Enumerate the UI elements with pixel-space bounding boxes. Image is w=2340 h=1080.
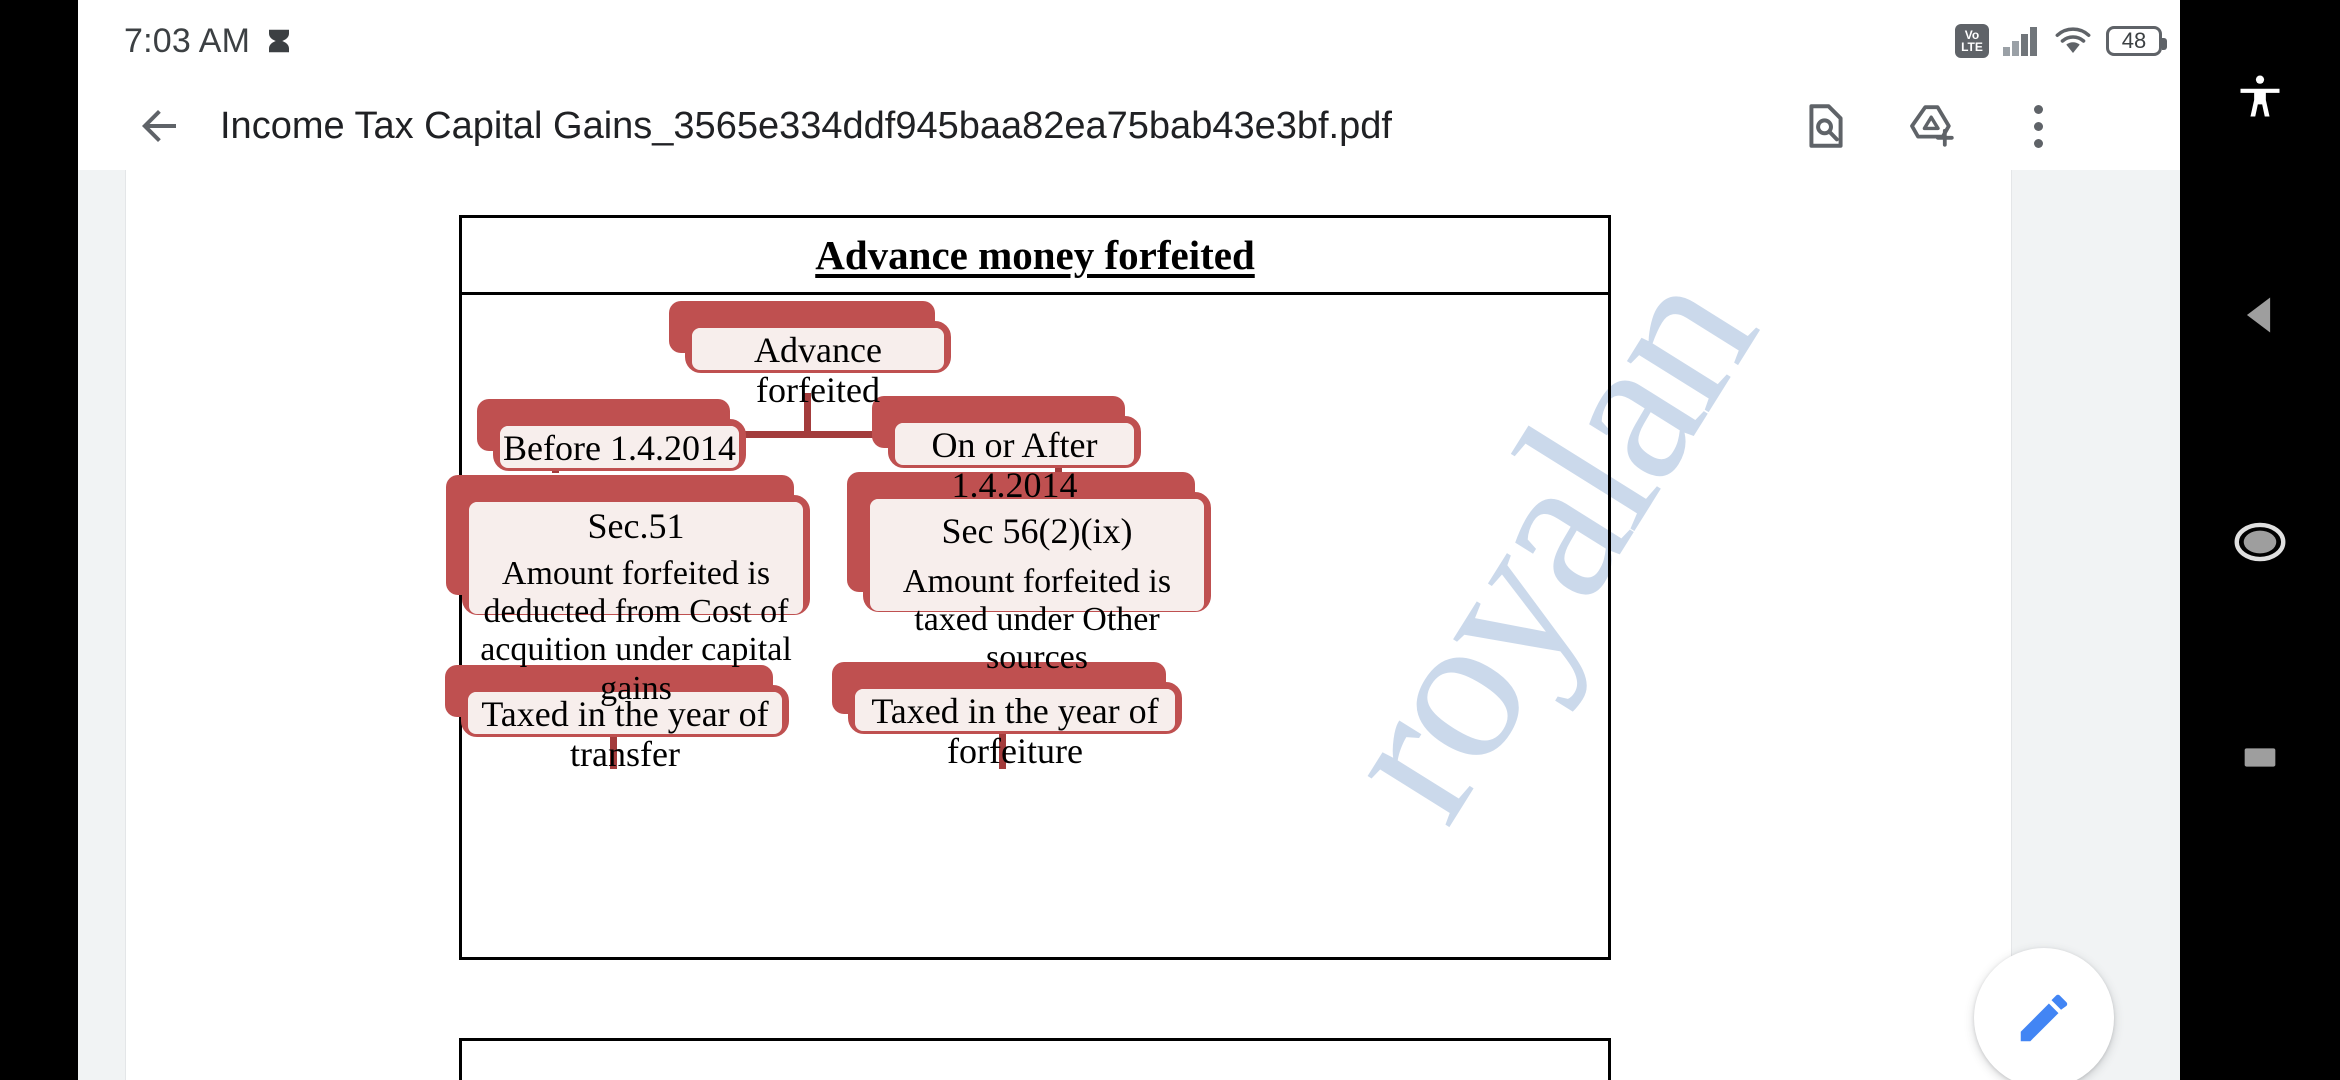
node-sec-51[interactable]: Sec.51 Amount forfeited is deducted from… [446, 475, 810, 707]
edit-pencil-icon [2020, 994, 2068, 1042]
nav-home-circle-icon [2234, 522, 2286, 562]
node-front: On or After 1.4.2014 [888, 416, 1141, 505]
nav-home-button[interactable] [2180, 502, 2340, 582]
connector-right-bottom [999, 723, 1006, 769]
battery-level-text: 48 [2121, 28, 2147, 53]
pdf-viewer[interactable]: royalan Advance money forfeited [78, 170, 2180, 1080]
node-label: Advance forfeited [754, 330, 882, 411]
nav-recents-button[interactable] [2180, 722, 2340, 792]
nav-back-triangle-icon [2246, 297, 2271, 333]
search-document-button[interactable] [1797, 97, 1855, 155]
search-document-icon [1809, 104, 1843, 148]
node-label: Taxed in the year of transfer [481, 694, 769, 775]
diagram-body: Advance forfeited Before 1.4.2014 [445, 295, 1608, 957]
node-label: Before 1.4.2014 [503, 428, 736, 468]
back-arrow-icon [142, 110, 176, 142]
diagram-table: Advance money forfeited [445, 215, 1611, 960]
signal-bars-icon [2003, 27, 2037, 56]
status-bar: 7:03 AM Vo LTE 48 [78, 0, 2180, 82]
node-advance-forfeited[interactable]: Advance forfeited [669, 301, 951, 410]
next-table-row [462, 1041, 1608, 1080]
node-front: Advance forfeited [685, 321, 951, 410]
accessibility-icon [2240, 75, 2280, 117]
node-front: Before 1.4.2014 [493, 419, 746, 471]
node-heading: Sec 56(2)(ix) [941, 511, 1133, 551]
connector-root-down [804, 393, 811, 437]
nav-back-button[interactable] [2180, 280, 2340, 350]
next-table [459, 1038, 1611, 1080]
add-to-drive-button[interactable] [1903, 97, 1961, 155]
node-body: Amount forfeited is taxed under Other so… [902, 563, 1172, 677]
status-bar-right: Vo LTE 48 [1955, 24, 2167, 58]
diagram-title: Advance money forfeited [815, 232, 1255, 278]
node-label: Taxed in the year of forfeiture [871, 691, 1159, 772]
node-front: Sec.51 Amount forfeited is deducted from… [462, 495, 810, 707]
edit-fab-button[interactable] [1974, 948, 2114, 1080]
connector-split-bar [552, 431, 1062, 438]
diagram-title-cell: Advance money forfeited [462, 218, 1608, 295]
nav-recents-square-icon [2244, 748, 2276, 767]
left-bezel [0, 0, 78, 1080]
hourglass-icon [269, 29, 290, 53]
status-bar-left: 7:03 AM [124, 22, 294, 61]
node-front: Sec 56(2)(ix) Amount forfeited is taxed … [863, 492, 1211, 676]
app-bar: Income Tax Capital Gains_3565e334ddf945b… [78, 82, 2125, 170]
node-body: Amount forfeited is deducted from Cost o… [480, 555, 792, 707]
back-button[interactable] [130, 96, 190, 156]
add-to-drive-icon [1910, 105, 1954, 147]
accessibility-button[interactable] [2180, 62, 2340, 132]
node-front: Taxed in the year of forfeiture [848, 682, 1182, 771]
app-bar-actions [1797, 97, 2067, 155]
pdf-page: royalan Advance money forfeited [126, 170, 2011, 1080]
android-nav-bar [2180, 0, 2340, 1080]
volte-top-text: Vo [1964, 28, 1980, 42]
wifi-icon [2055, 27, 2091, 53]
node-heading: Sec.51 [587, 506, 685, 546]
battery-icon: 48 [2106, 26, 2167, 56]
overflow-menu-icon [2033, 104, 2043, 148]
status-clock: 7:03 AM [124, 21, 251, 60]
volte-bottom-text: LTE [1961, 40, 1983, 54]
node-label: On or After 1.4.2014 [931, 425, 1098, 506]
page-title: Income Tax Capital Gains_3565e334ddf945b… [220, 104, 1392, 147]
overflow-menu-button[interactable] [2009, 97, 2067, 155]
connector-left-bottom [610, 727, 617, 769]
volte-icon: Vo LTE [1955, 24, 1989, 58]
